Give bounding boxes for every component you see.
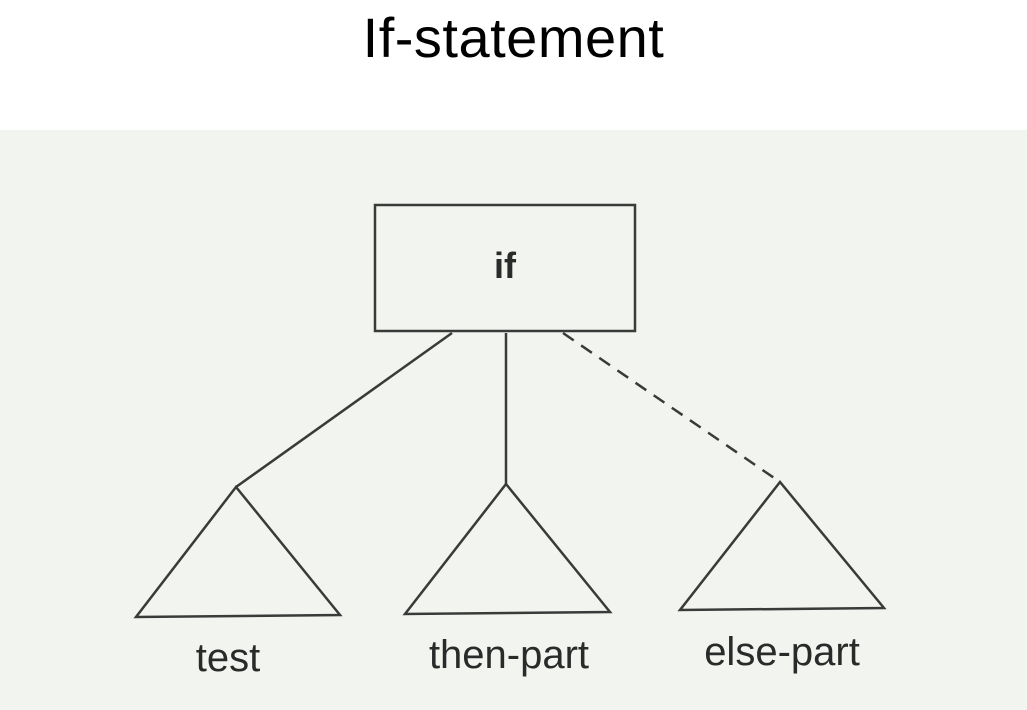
slide-title: If-statement bbox=[362, 6, 665, 69]
edge-to-else-part bbox=[562, 331, 781, 484]
if-node-label: if bbox=[494, 245, 517, 286]
edge-to-test bbox=[235, 331, 453, 489]
else-part-subtree-triangle bbox=[677, 480, 887, 612]
test-subtree-triangle bbox=[133, 484, 343, 619]
then-part-label: then-part bbox=[429, 633, 589, 677]
else-part-label: else-part bbox=[704, 630, 860, 674]
if-node-box bbox=[373, 203, 637, 333]
then-part-subtree-triangle bbox=[402, 481, 613, 616]
test-label: test bbox=[196, 636, 260, 680]
